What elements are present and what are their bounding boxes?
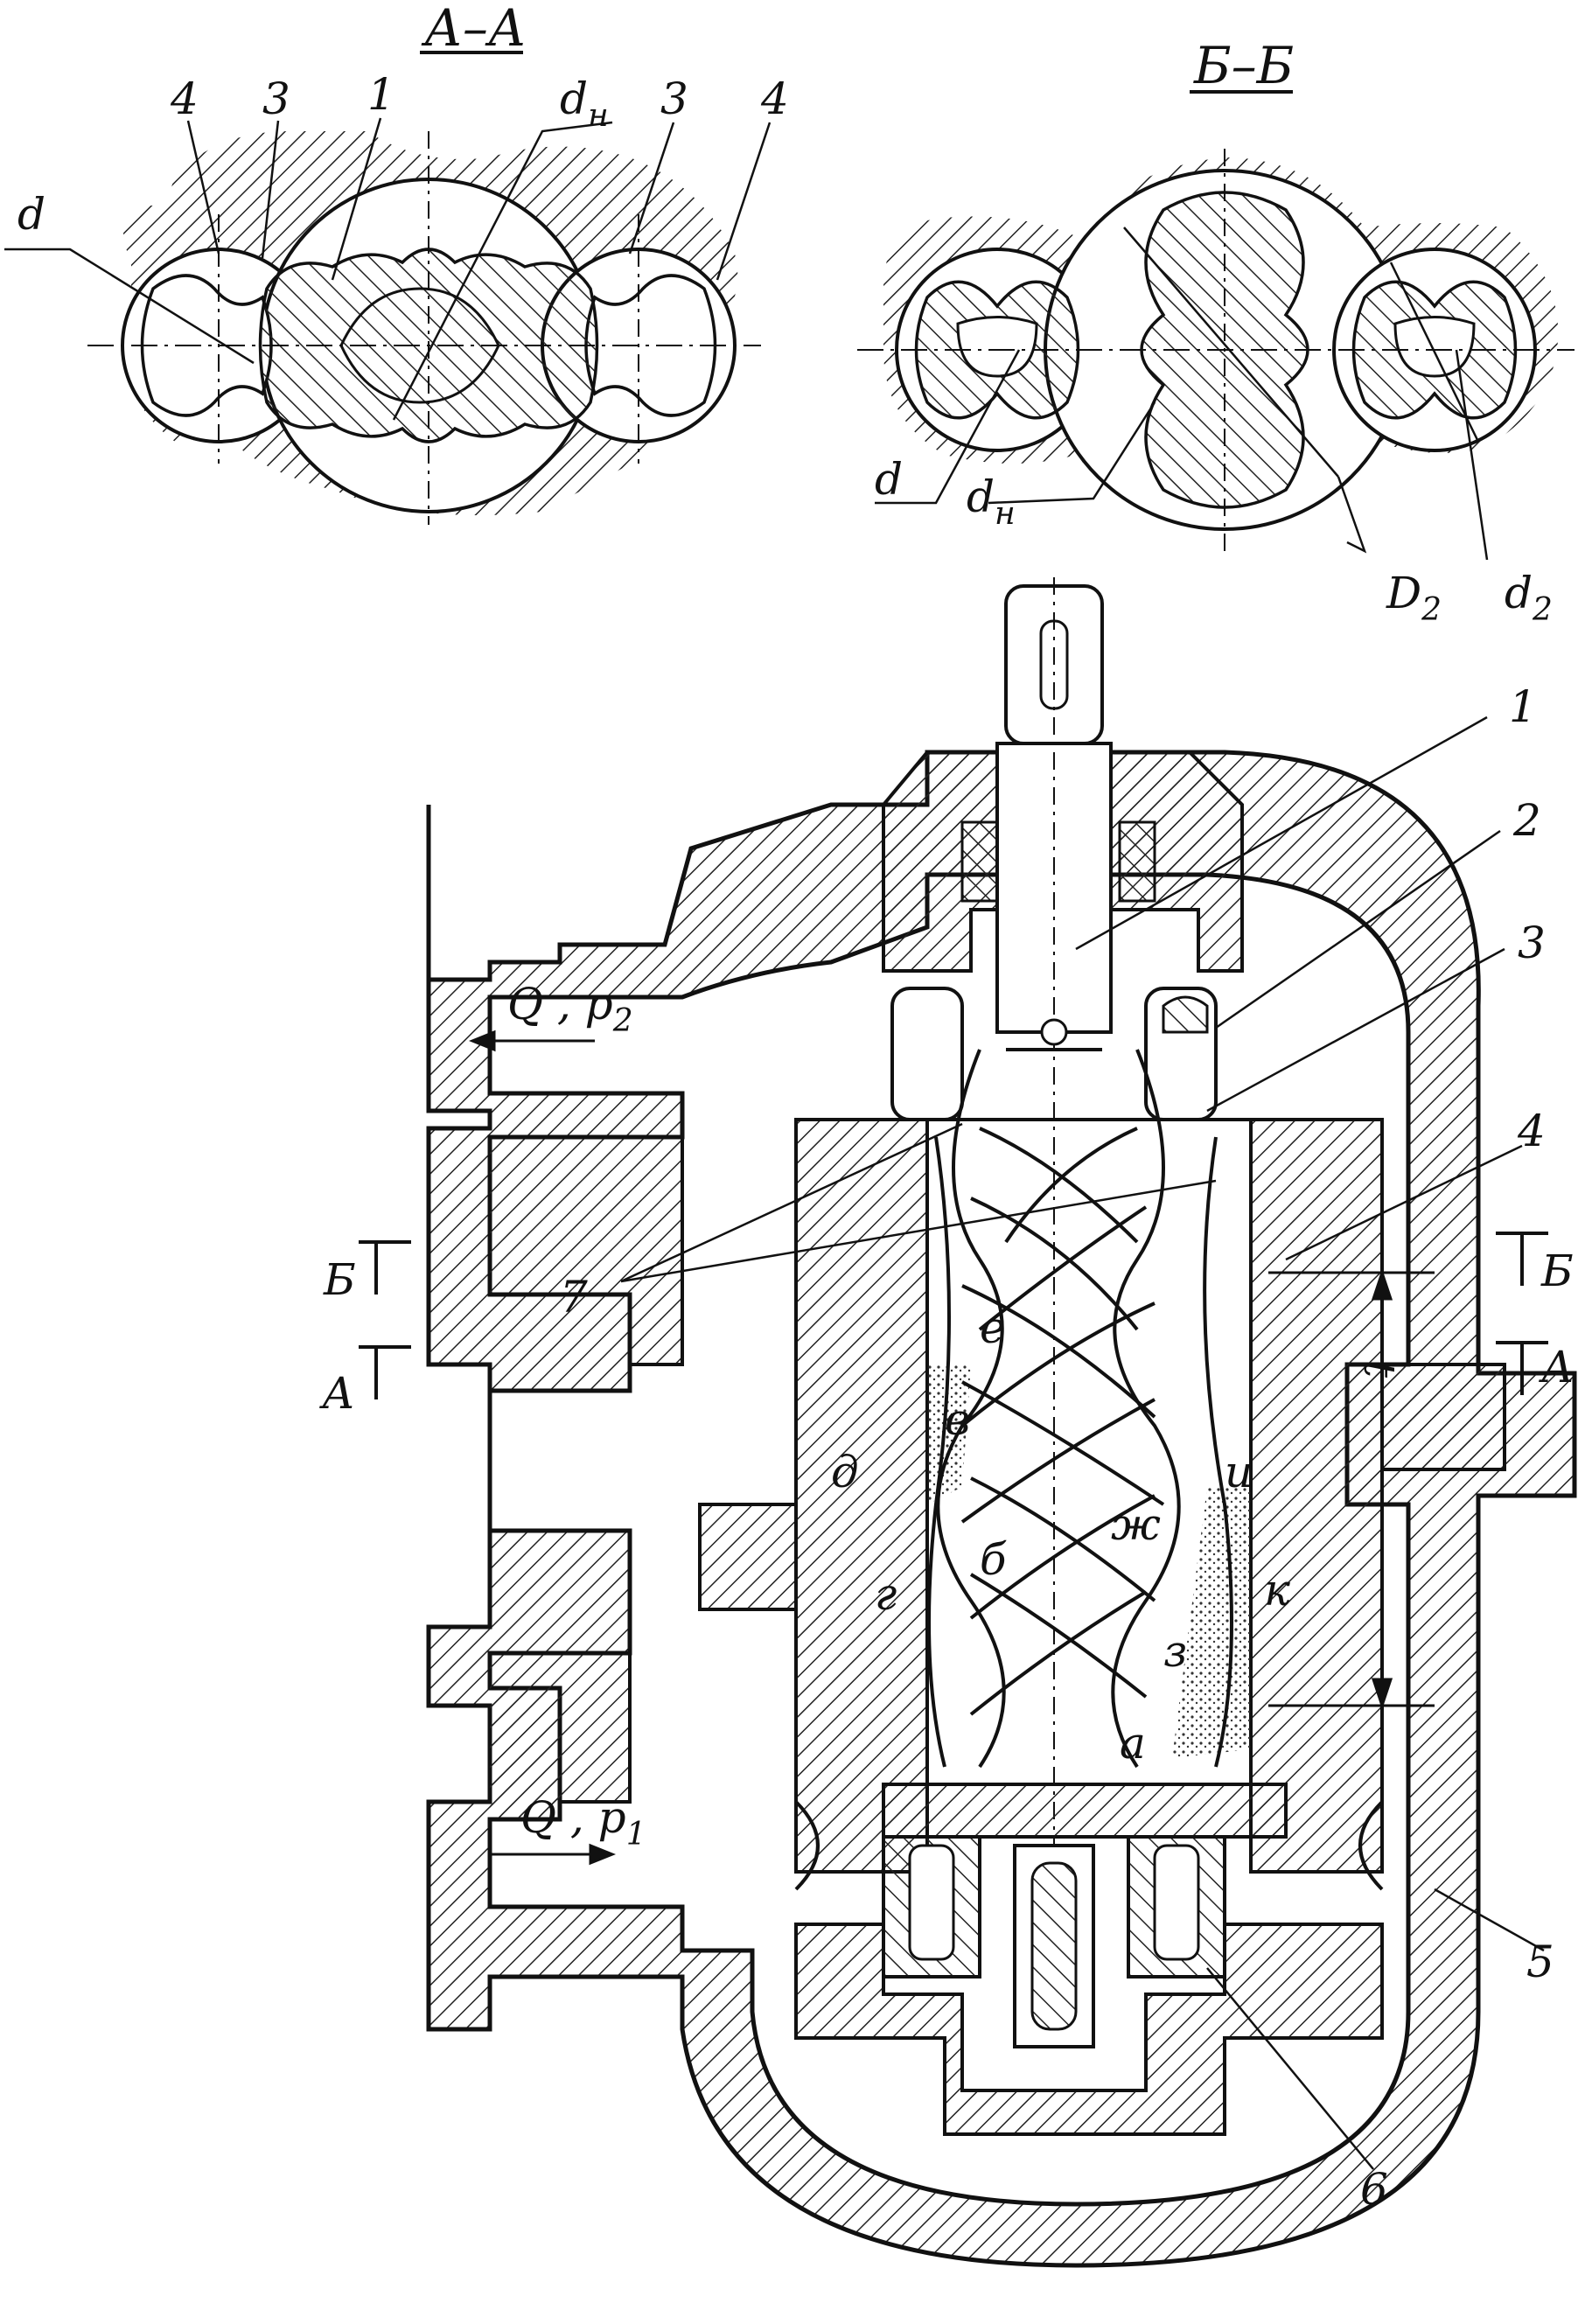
section-marks: [359, 1232, 1548, 1399]
bb-right-idler-gap: [1393, 316, 1476, 378]
cavity-g: г: [875, 1569, 897, 1620]
bb-label-D2: D2: [1386, 568, 1442, 628]
cavity-v: в: [945, 1394, 970, 1445]
cavity-e: е: [980, 1302, 1006, 1353]
section-aa-title: А–А: [421, 0, 527, 58]
callout-3: 3: [1518, 918, 1546, 968]
pitch-label: t: [1354, 1360, 1405, 1378]
bearing-plate: [882, 1783, 1288, 1839]
liner-flange-right: [1380, 1363, 1506, 1471]
cavity-k: к: [1264, 1565, 1290, 1616]
callout-7: 7: [560, 1272, 588, 1323]
aa-label-3-right: 3: [660, 73, 688, 124]
pitch-dimension: [1268, 1268, 1435, 1710]
bb-label-dn: dн: [967, 471, 1016, 532]
aa-label-4-right: 4: [760, 73, 789, 124]
center-journal: [1030, 1861, 1078, 2031]
right-piston-bore: [1153, 1844, 1200, 1961]
flow-arrows: [468, 1029, 617, 1866]
section-bb-title: Б–Б: [1193, 36, 1294, 95]
callout-6: 6: [1360, 2164, 1388, 2215]
idler-cap-2: [1162, 995, 1209, 1034]
callout-4: 4: [1517, 1106, 1546, 1156]
inlet-label: Q , p1: [520, 1792, 646, 1853]
seal-packing-right: [1118, 820, 1156, 903]
callout-leaders: [620, 715, 1545, 2170]
callout-2: 2: [1512, 795, 1541, 846]
left-piston-bore: [908, 1844, 955, 1961]
section-aa: А–А 4 3 1 dн 3 4 d: [4, 0, 789, 525]
helical-screws: [927, 1048, 1233, 1769]
bb-label-d: d: [875, 454, 903, 505]
bb-label-d2: d2: [1505, 568, 1553, 628]
section-bb: Б–Б d dн D2 d2: [857, 36, 1575, 628]
pump-longitudinal-section: Q , p2 Q , p1 Б А Б А t: [319, 577, 1577, 2268]
left-idler-head: [890, 987, 964, 1121]
aa-label-4-left: 4: [170, 73, 199, 124]
cavity-b: б: [980, 1534, 1007, 1585]
left-idler-profile: [140, 274, 273, 417]
bb-dimension-lines: [875, 227, 1489, 561]
mark-b-left: Б: [323, 1254, 356, 1305]
mark-b-right: Б: [1540, 1246, 1574, 1296]
mark-a-right: А: [1539, 1342, 1575, 1392]
drive-shaft-1: [995, 742, 1113, 1034]
cavity-z: з: [1163, 1626, 1187, 1677]
cavity-zh: ж: [1111, 1499, 1161, 1550]
outlet-label: Q , p2: [507, 979, 633, 1039]
left-port: [794, 1800, 820, 1891]
callout-1: 1: [1509, 681, 1537, 732]
suction-wall: [490, 1651, 632, 1821]
liner-flange-left: [698, 1503, 798, 1611]
aa-label-3-left: 3: [262, 73, 290, 124]
liner-left: [794, 1118, 929, 1874]
aa-label-1: 1: [367, 69, 395, 120]
seal-packing-left: [960, 820, 999, 903]
aa-label-d: d: [17, 189, 45, 240]
jacket-inner-line: [927, 873, 1410, 1364]
cavity-d: д: [831, 1447, 859, 1497]
liner-right: [1249, 1118, 1384, 1874]
bb-left-idler-gap: [956, 316, 1038, 378]
bottom-cover: [794, 1923, 1384, 2136]
cavity-right-lower: [1172, 1487, 1251, 1758]
shaft-ball: [1040, 1018, 1068, 1046]
cavity-a: а: [1120, 1718, 1146, 1769]
cavity-i: и: [1225, 1447, 1253, 1497]
cavity-left-upper: [927, 1364, 971, 1504]
aa-leaders: [4, 117, 772, 421]
discharge-wall: [490, 1135, 684, 1366]
right-idler-profile: [584, 274, 717, 417]
mark-a-left: А: [319, 1368, 355, 1419]
right-port: [1358, 1800, 1384, 1891]
callout-5: 5: [1526, 1937, 1554, 1987]
